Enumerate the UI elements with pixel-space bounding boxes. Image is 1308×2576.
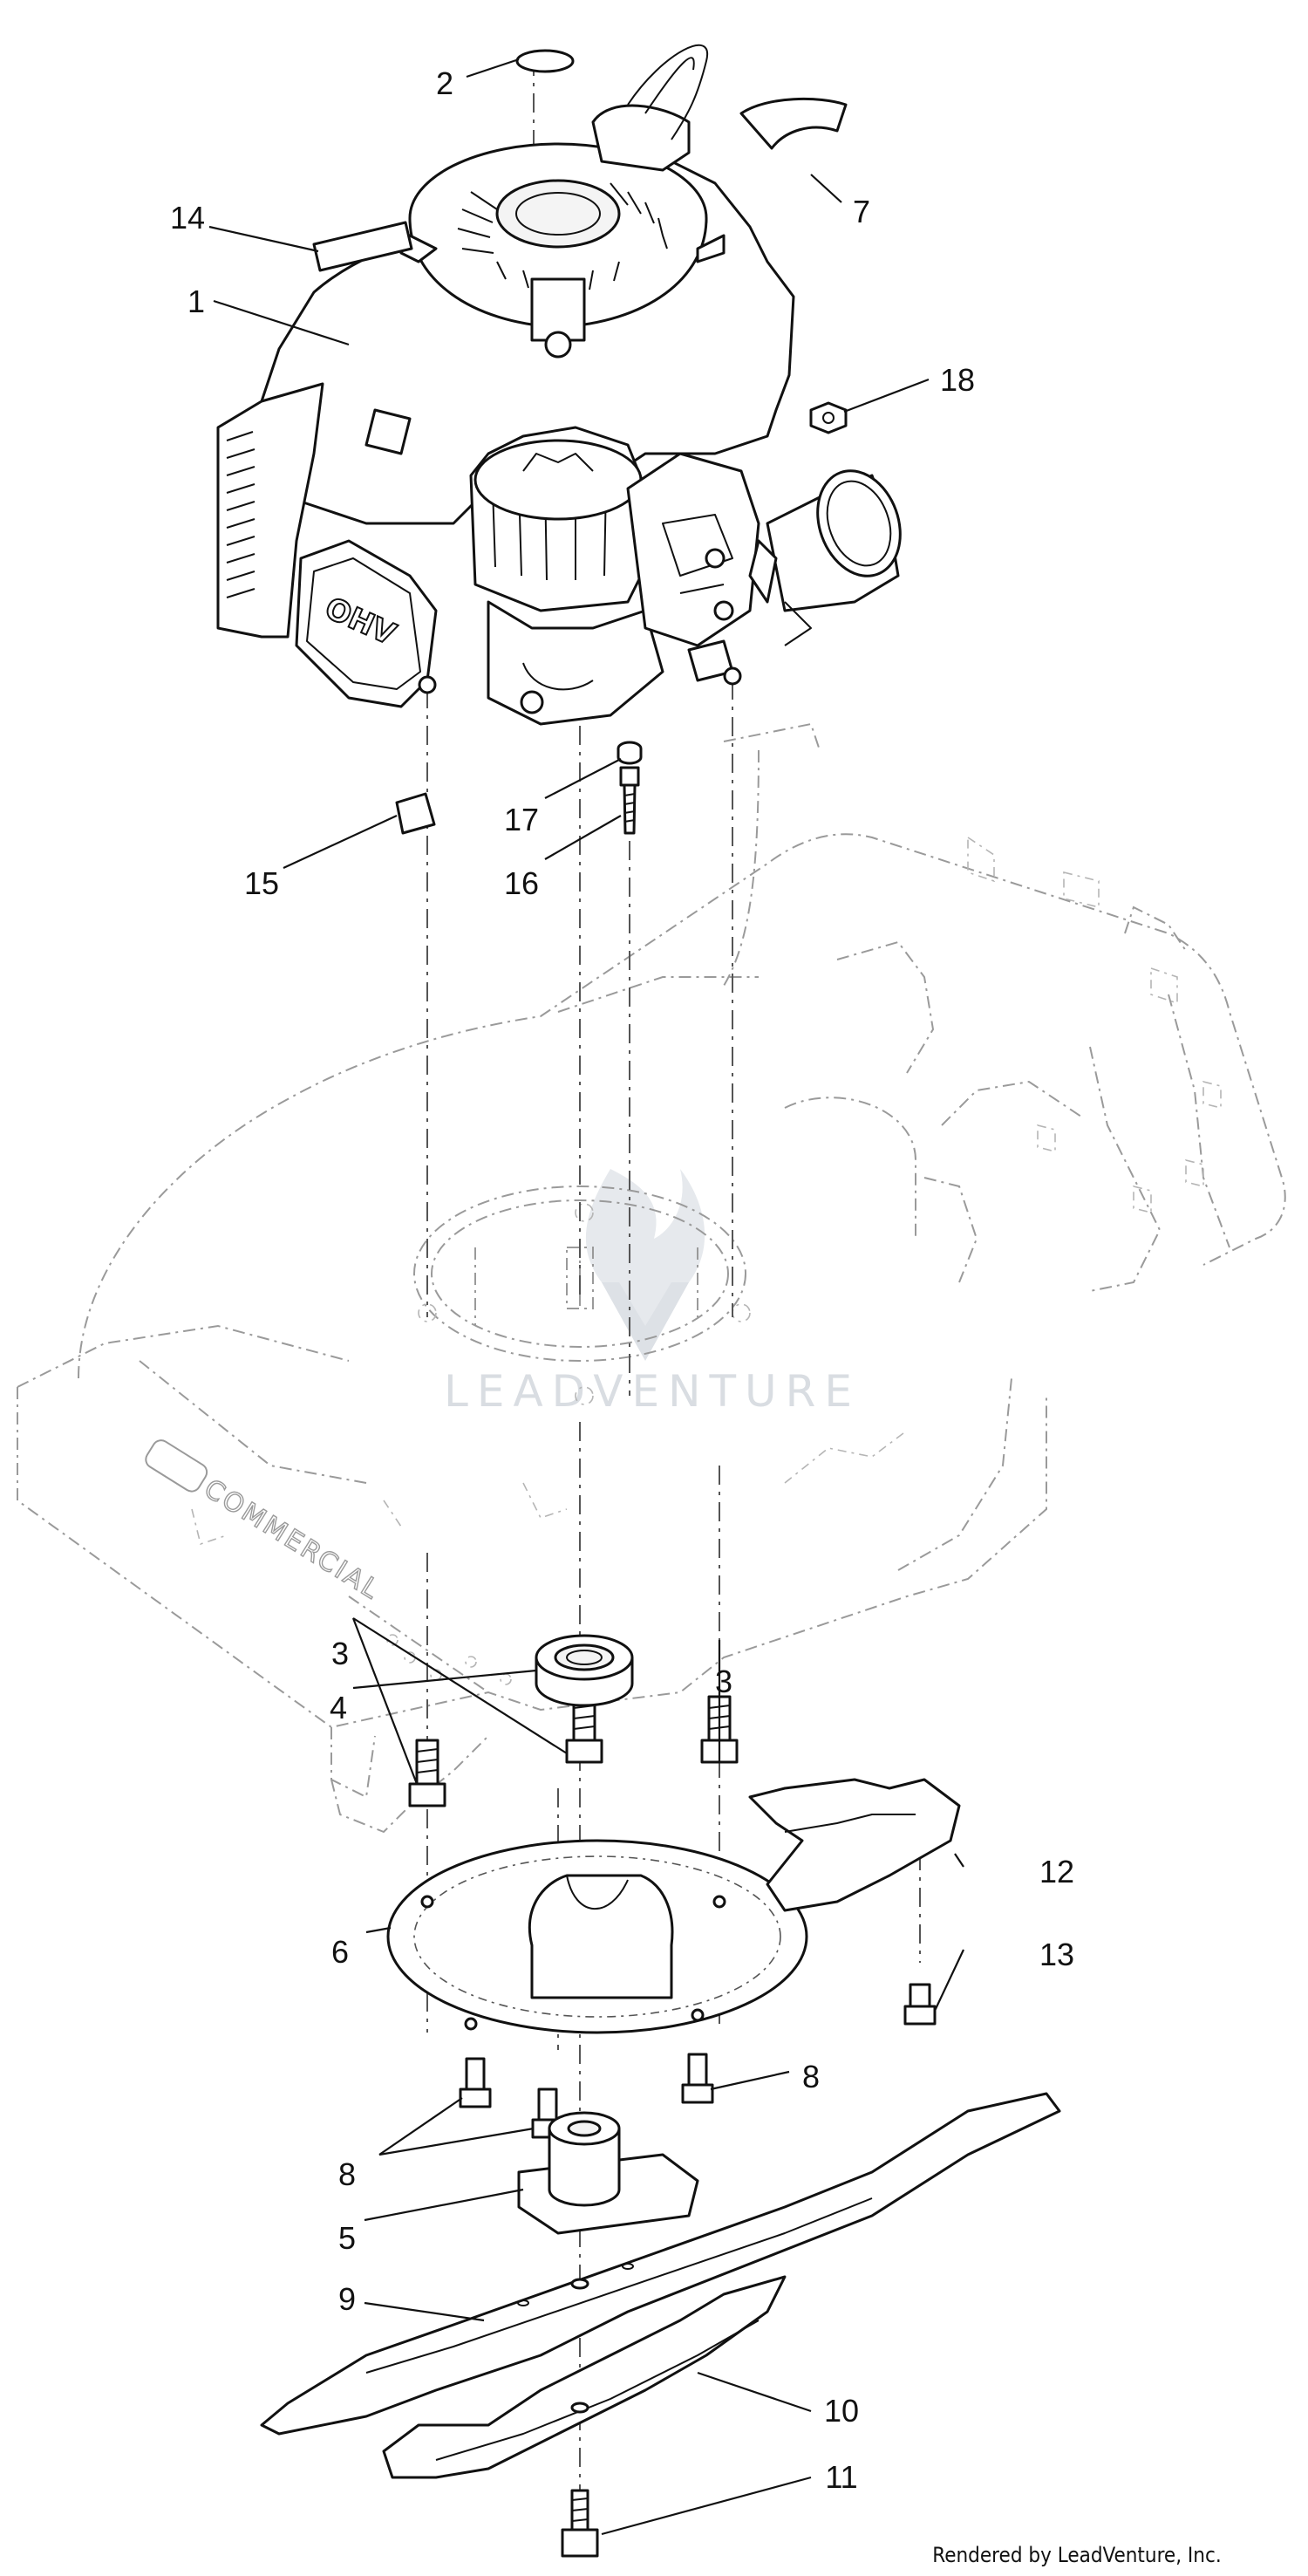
callout-7: 7	[853, 194, 870, 229]
item-2-cap	[515, 49, 575, 73]
callout-14: 14	[170, 200, 205, 236]
watermark-text: LEADVENTURE	[444, 1366, 861, 1417]
callout-8: 8	[802, 2059, 820, 2094]
callout-12: 12	[1039, 1854, 1074, 1889]
item-13-bolt	[903, 1983, 937, 2026]
callout-5: 5	[338, 2220, 356, 2256]
callout-4: 4	[330, 1690, 347, 1725]
item-18-nut	[809, 401, 848, 434]
callout-10: 10	[824, 2393, 859, 2429]
item-17-washer	[617, 741, 643, 765]
item-16-bolt	[619, 766, 640, 835]
item-8-bolt-c	[681, 2053, 714, 2104]
item-3-bolt-left	[408, 1739, 446, 1807]
callout-1: 1	[187, 284, 205, 319]
leader-lines	[208, 58, 964, 2536]
item-9-blade	[260, 2092, 1061, 2436]
footer-credit: Rendered by LeadVenture, Inc.	[932, 2543, 1221, 2567]
item-10-blade	[382, 2275, 787, 2479]
valve-cover: OHV	[295, 539, 438, 708]
item-4-bearing	[535, 1634, 634, 1707]
callout-8b: 8	[338, 2156, 356, 2192]
callout-9: 9	[338, 2281, 356, 2317]
watermark: LEADVENTURE	[444, 1169, 861, 1417]
item-7-crescent-decal	[739, 97, 848, 150]
item-14-label	[312, 221, 413, 272]
item-3-bolt-center	[565, 1695, 603, 1764]
starter-motor	[748, 469, 902, 646]
deck-logo-plate: COMMERCIAL	[145, 1439, 386, 1607]
item-15-decal	[395, 792, 436, 835]
air-cleaner	[469, 426, 651, 612]
item-8-bolt-a	[459, 2057, 492, 2108]
item-12-baffle	[748, 1778, 961, 1912]
callout-3b: 3	[715, 1664, 732, 1699]
callout-13: 13	[1039, 1937, 1074, 1972]
engine-assembly: OHV	[216, 44, 902, 726]
callout-6: 6	[331, 1934, 349, 1970]
callout-2: 2	[436, 65, 453, 101]
callout-17: 17	[504, 802, 539, 837]
callout-3: 3	[331, 1636, 349, 1671]
callout-15: 15	[244, 865, 279, 901]
leadventure-flame-icon	[585, 1169, 705, 1361]
blower-housing	[399, 44, 726, 359]
item-11-bolt	[561, 2489, 599, 2558]
callout-16: 16	[504, 865, 539, 901]
deck-label: COMMERCIAL	[199, 1473, 386, 1606]
callout-11: 11	[825, 2459, 857, 2495]
callout-18: 18	[940, 362, 975, 398]
item-5-adapter	[517, 2111, 699, 2235]
item-6-plate	[386, 1839, 808, 2034]
callout-numbers: 1 2 3 3 4 5 6 7 8 8 9 10 11 12 13 14 15 …	[170, 65, 1074, 2495]
